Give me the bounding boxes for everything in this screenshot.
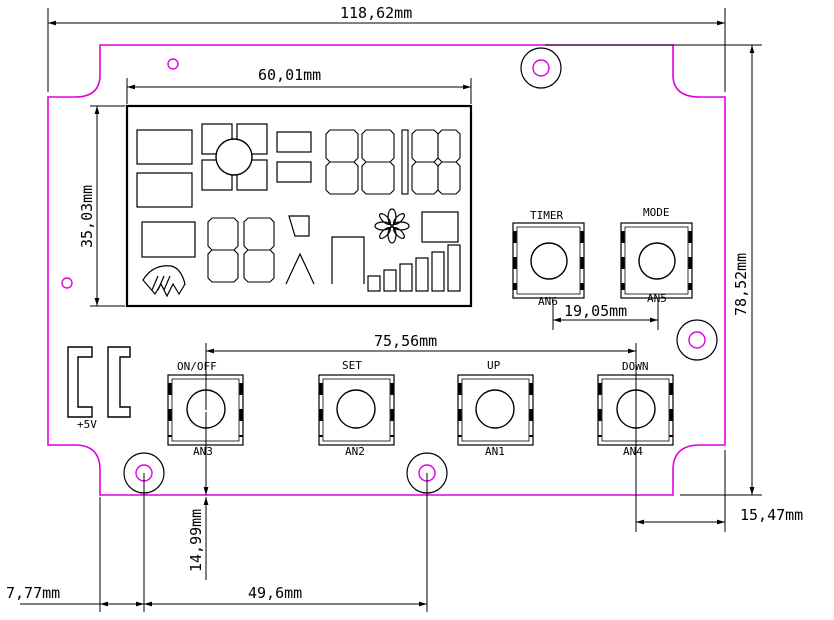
button-label: DOWN xyxy=(622,360,649,373)
button-label: ON/OFF xyxy=(177,360,217,373)
button-cap[interactable] xyxy=(475,389,515,429)
dim-total-width: 118,62mm xyxy=(340,4,412,22)
digits-top xyxy=(325,129,461,195)
power-connector xyxy=(67,346,131,418)
button-inner xyxy=(322,378,391,442)
connector-label: +5V xyxy=(77,418,97,431)
button-ref: AN6 xyxy=(538,295,558,308)
hand-icon xyxy=(142,265,186,298)
button-label: TIMER xyxy=(530,209,563,222)
lcd-display xyxy=(125,104,473,308)
button-body[interactable] xyxy=(512,222,585,299)
button-ref: AN5 xyxy=(647,292,667,305)
dim-right-offset: 15,47mm xyxy=(740,506,803,524)
button-body[interactable] xyxy=(457,374,534,446)
hole-small-top xyxy=(167,58,179,70)
button-inner xyxy=(461,378,530,442)
lcd-chevron xyxy=(285,252,315,285)
button-ref: AN2 xyxy=(345,445,365,458)
hole-right xyxy=(676,319,718,361)
lcd-bracket xyxy=(331,236,365,284)
button-label: SET xyxy=(342,359,362,372)
dim-lcd-width: 60,01mm xyxy=(258,66,321,84)
button-label: MODE xyxy=(643,206,670,219)
button-cap[interactable] xyxy=(336,389,376,429)
hole-small-left xyxy=(61,277,73,289)
button-set[interactable]: SET AN2 xyxy=(318,359,395,458)
button-timer[interactable]: TIMER AN6 xyxy=(512,209,585,308)
dim-hole-spacing: 49,6mm xyxy=(248,584,302,602)
dim-button-large: 75,56mm xyxy=(374,332,437,350)
snowflake-icon xyxy=(374,208,410,244)
button-ref: AN1 xyxy=(485,445,505,458)
button-ref: AN3 xyxy=(193,445,213,458)
button-inner xyxy=(624,226,689,295)
dim-button-small: 19,05mm xyxy=(564,302,627,320)
hole-top-right xyxy=(520,47,562,89)
button-ref: AN4 xyxy=(623,445,643,458)
dim-left-offset: 7,77mm xyxy=(6,584,60,602)
button-body[interactable] xyxy=(620,222,693,299)
dim-total-height: 78,52mm xyxy=(732,253,750,316)
dim-lcd-height: 35,03mm xyxy=(78,185,96,248)
button-up[interactable]: UP AN1 xyxy=(457,359,534,458)
dimension-lines xyxy=(20,8,762,612)
button-inner xyxy=(516,226,581,295)
button-body[interactable] xyxy=(318,374,395,446)
button-mode[interactable]: MODE AN5 xyxy=(620,206,693,305)
signal-bars xyxy=(367,244,461,292)
digits-bottom xyxy=(207,217,275,283)
button-cap[interactable] xyxy=(638,242,676,280)
dim-bottom-offset: 14,99mm xyxy=(187,509,205,572)
button-label: UP xyxy=(487,359,501,372)
board-outline xyxy=(47,44,726,496)
button-cap[interactable] xyxy=(530,242,568,280)
